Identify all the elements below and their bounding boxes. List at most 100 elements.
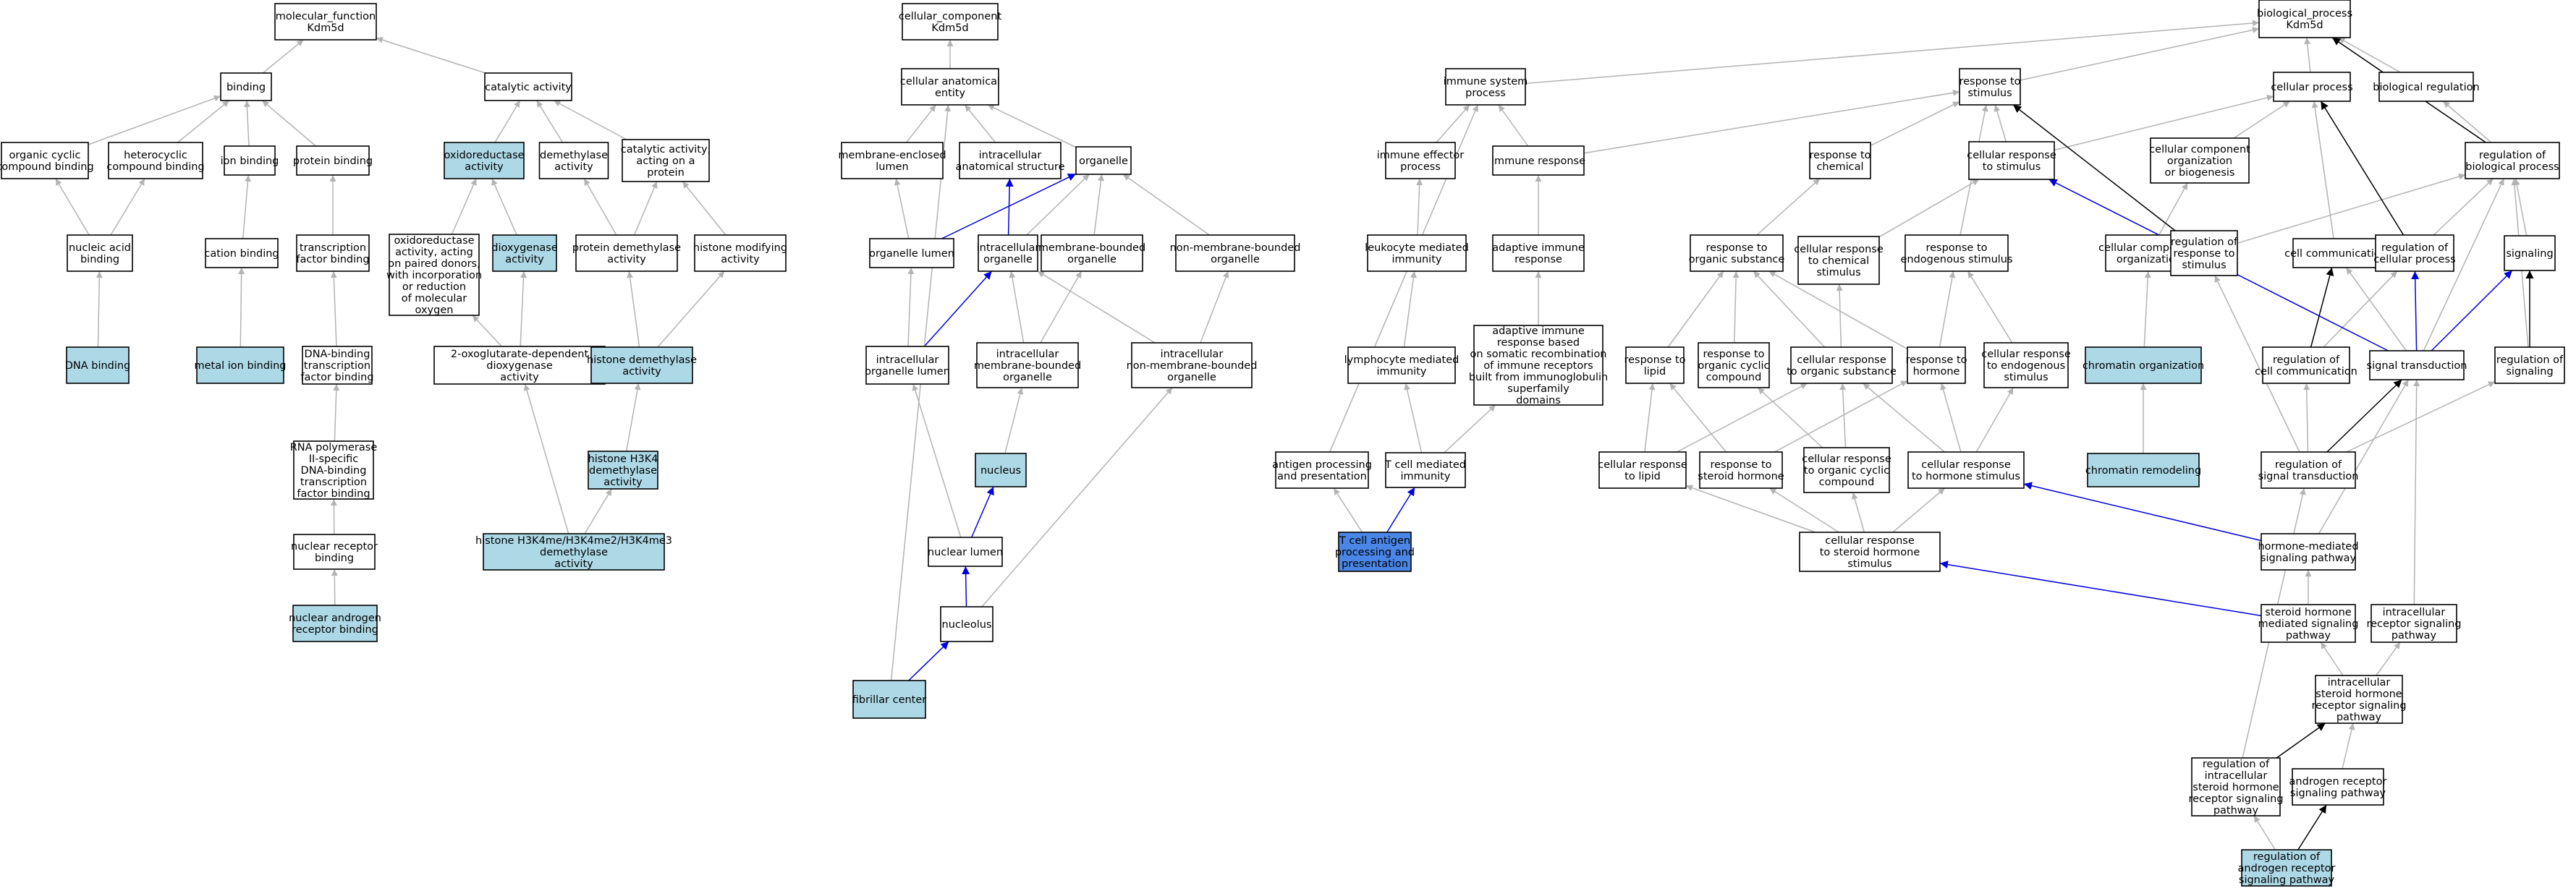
term-node-dnab[interactable]: DNA binding	[65, 346, 131, 384]
term-node-ccomm[interactable]: cell communication	[2284, 238, 2387, 268]
edge-oxoglut-to-oxpd	[472, 315, 503, 347]
term-node-signaling[interactable]: signaling	[2504, 235, 2556, 271]
term-node-chromorg[interactable]: chromatin organization	[2083, 346, 2204, 384]
term-node-nlumen[interactable]: nuclear lumen	[928, 537, 1003, 567]
term-node-metal[interactable]: metal ion binding	[194, 346, 287, 384]
term-node-organelle[interactable]: organelle	[1075, 146, 1132, 175]
term-node-chromrem[interactable]: chromatin remodeling	[2085, 453, 2201, 487]
term-node-nucleus[interactable]: nucleus	[975, 453, 1027, 487]
term-node-st[interactable]: signal transduction	[2367, 350, 2467, 380]
term-node-cp[interactable]: cellular process	[2271, 72, 2353, 102]
term-node-ionb[interactable]: ion binding	[221, 145, 279, 176]
term-node-nucleolus[interactable]: nucleolus	[940, 606, 993, 642]
term-node-protb[interactable]: protein binding	[293, 145, 373, 176]
term-label: immune response	[1491, 155, 1585, 167]
term-node-catb[interactable]: cation binding	[204, 238, 279, 268]
term-node-olumen[interactable]: organelle lumen	[869, 238, 954, 268]
term-node-ir[interactable]: immune response	[1491, 145, 1585, 176]
term-box	[976, 342, 1079, 388]
edge-st-to-rcp	[2411, 270, 2420, 351]
term-node-breg[interactable]: biological regulation	[2373, 72, 2480, 102]
term-node-fc[interactable]: fibrillar center	[852, 680, 927, 719]
term-node-binding[interactable]: binding	[220, 72, 272, 101]
edge-h3k4-to-histdm	[625, 383, 641, 452]
term-node-cat[interactable]: catalytic activity	[484, 72, 572, 101]
edge-mbo-to-organelle	[1093, 174, 1104, 236]
term-box	[2258, 0, 2351, 38]
